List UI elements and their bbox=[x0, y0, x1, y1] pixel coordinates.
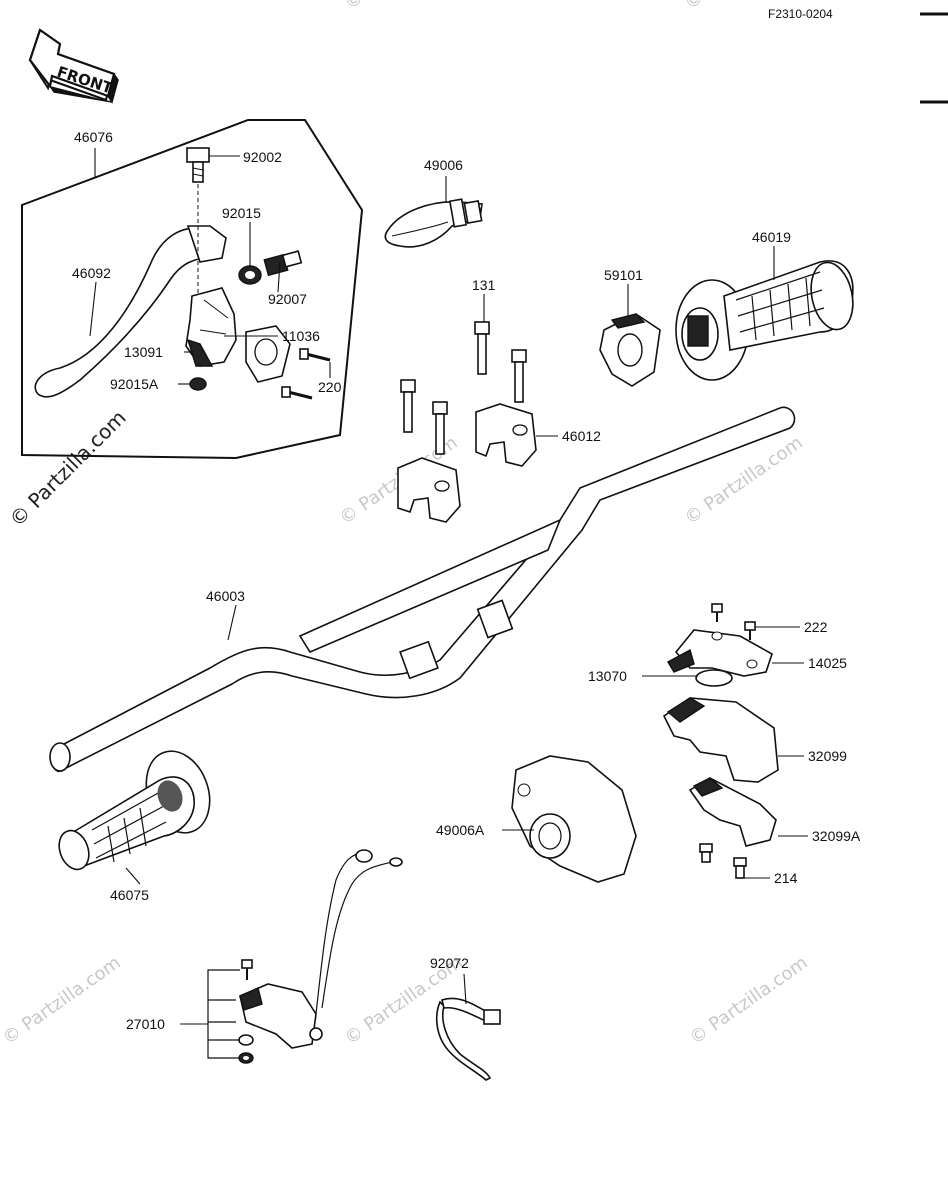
label-11036: 11036 bbox=[282, 328, 320, 344]
front-arrow: FRONT bbox=[28, 28, 119, 104]
label-131: 131 bbox=[472, 277, 496, 293]
watermark-3: © Partzilla.com bbox=[0, 952, 125, 1049]
label-14025: 14025 bbox=[808, 655, 847, 671]
screws-214 bbox=[699, 843, 747, 879]
label-92015A: 92015A bbox=[110, 376, 159, 392]
label-214: 214 bbox=[774, 870, 798, 886]
nut-92015A bbox=[189, 377, 207, 391]
label-92072: 92072 bbox=[430, 955, 469, 971]
screws-222 bbox=[711, 603, 756, 640]
plate-13070 bbox=[695, 669, 733, 687]
label-46076: 46076 bbox=[74, 129, 113, 145]
label-49006: 49006 bbox=[424, 157, 463, 173]
label-46075: 46075 bbox=[110, 887, 149, 903]
lever-cover-49006 bbox=[384, 198, 483, 248]
lever-assembly-outline bbox=[21, 119, 364, 460]
label-46012: 46012 bbox=[562, 428, 601, 444]
side-watermark: © Partzilla.com bbox=[5, 405, 131, 531]
kill-switch-27010 bbox=[238, 849, 403, 1064]
label-13091: 13091 bbox=[124, 344, 163, 360]
handlebar-holders-46012 bbox=[397, 403, 537, 523]
bracket-27010 bbox=[207, 969, 240, 1059]
label-220: 220 bbox=[318, 379, 342, 395]
label-59101: 59101 bbox=[604, 267, 643, 283]
label-32099: 32099 bbox=[808, 748, 847, 764]
housing-32099A bbox=[688, 777, 777, 847]
label-222: 222 bbox=[804, 619, 828, 635]
screws-220 bbox=[281, 348, 331, 400]
label-27010: 27010 bbox=[126, 1016, 165, 1032]
lever-holder-13091 bbox=[185, 287, 237, 367]
adjuster-92007 bbox=[263, 250, 303, 277]
label-92007: 92007 bbox=[268, 291, 307, 307]
label-92002: 92002 bbox=[243, 149, 282, 165]
sheet-code: F2310-0204 bbox=[768, 7, 833, 21]
watermark-6: © Partzilla.com bbox=[341, 0, 467, 14]
handlebar-46003 bbox=[49, 406, 796, 773]
watermark-5: © Partzilla.com bbox=[686, 952, 812, 1049]
cover-14025 bbox=[667, 629, 773, 677]
clamp-92072 bbox=[435, 997, 501, 1081]
housing-32099 bbox=[662, 697, 779, 783]
label-46003: 46003 bbox=[206, 588, 245, 604]
clamp-11036 bbox=[245, 325, 291, 383]
part-labels: 46076 92002 92015 46092 92007 11036 1309… bbox=[72, 129, 861, 1032]
left-grip-46075 bbox=[58, 750, 211, 871]
throttle-housing-59101 bbox=[599, 313, 661, 387]
throttle-grip-46019 bbox=[675, 260, 854, 381]
label-49006A: 49006A bbox=[436, 822, 485, 838]
leader-lines bbox=[89, 148, 808, 1025]
label-46092: 46092 bbox=[72, 265, 111, 281]
label-92015: 92015 bbox=[222, 205, 261, 221]
label-13070: 13070 bbox=[588, 668, 627, 684]
label-32099A: 32099A bbox=[812, 828, 861, 844]
bolts-131 bbox=[400, 321, 527, 455]
boot-49006A bbox=[511, 755, 637, 883]
nut-92015 bbox=[238, 265, 262, 285]
label-46019: 46019 bbox=[752, 229, 791, 245]
